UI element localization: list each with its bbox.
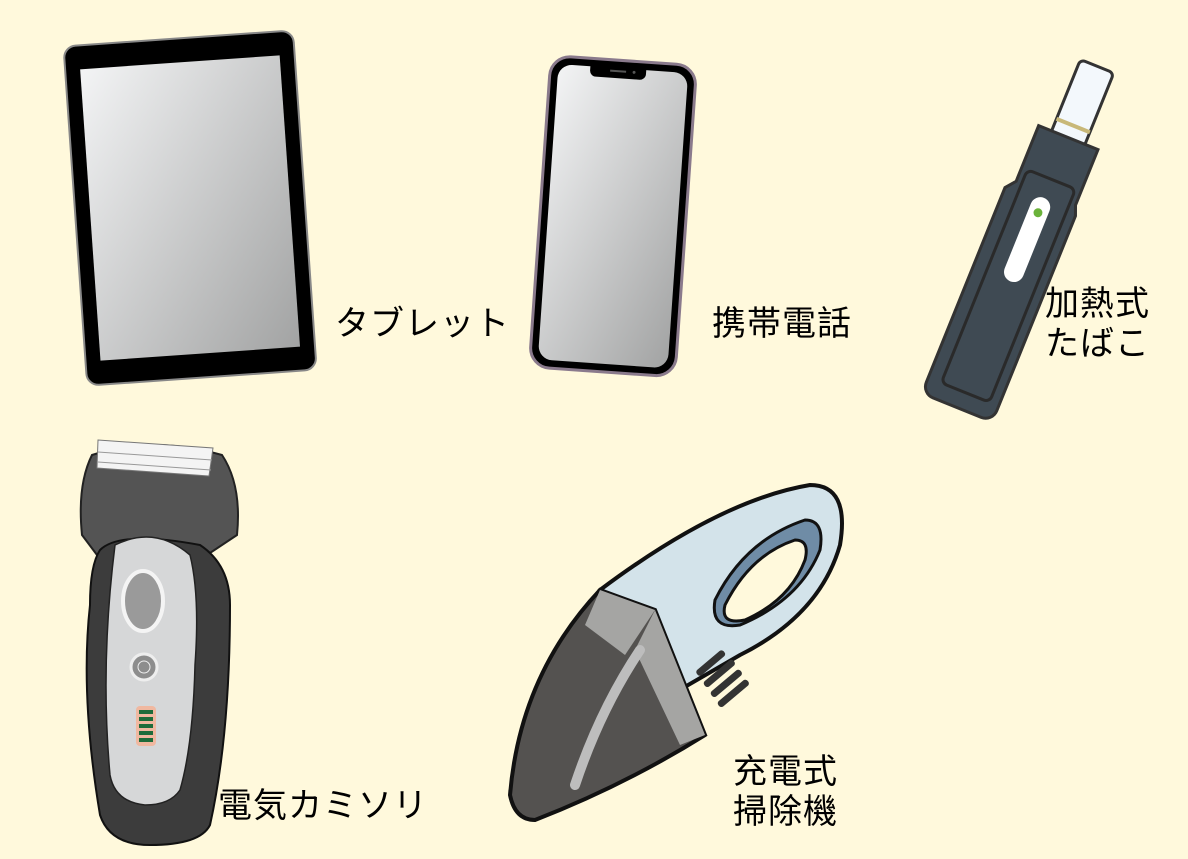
vacuum-label-line2: 掃除機 (733, 792, 838, 832)
tablet-label: タブレット (335, 304, 510, 344)
vacuum-label-line1: 充電式 (733, 752, 838, 792)
phone-label: 携帯電話 (712, 304, 852, 344)
shaver-label: 電気カミソリ (218, 786, 428, 826)
heated-tobacco-label-line1: 加熱式 (1045, 284, 1150, 324)
heated-tobacco-label-line2: たばこ (1045, 324, 1150, 364)
